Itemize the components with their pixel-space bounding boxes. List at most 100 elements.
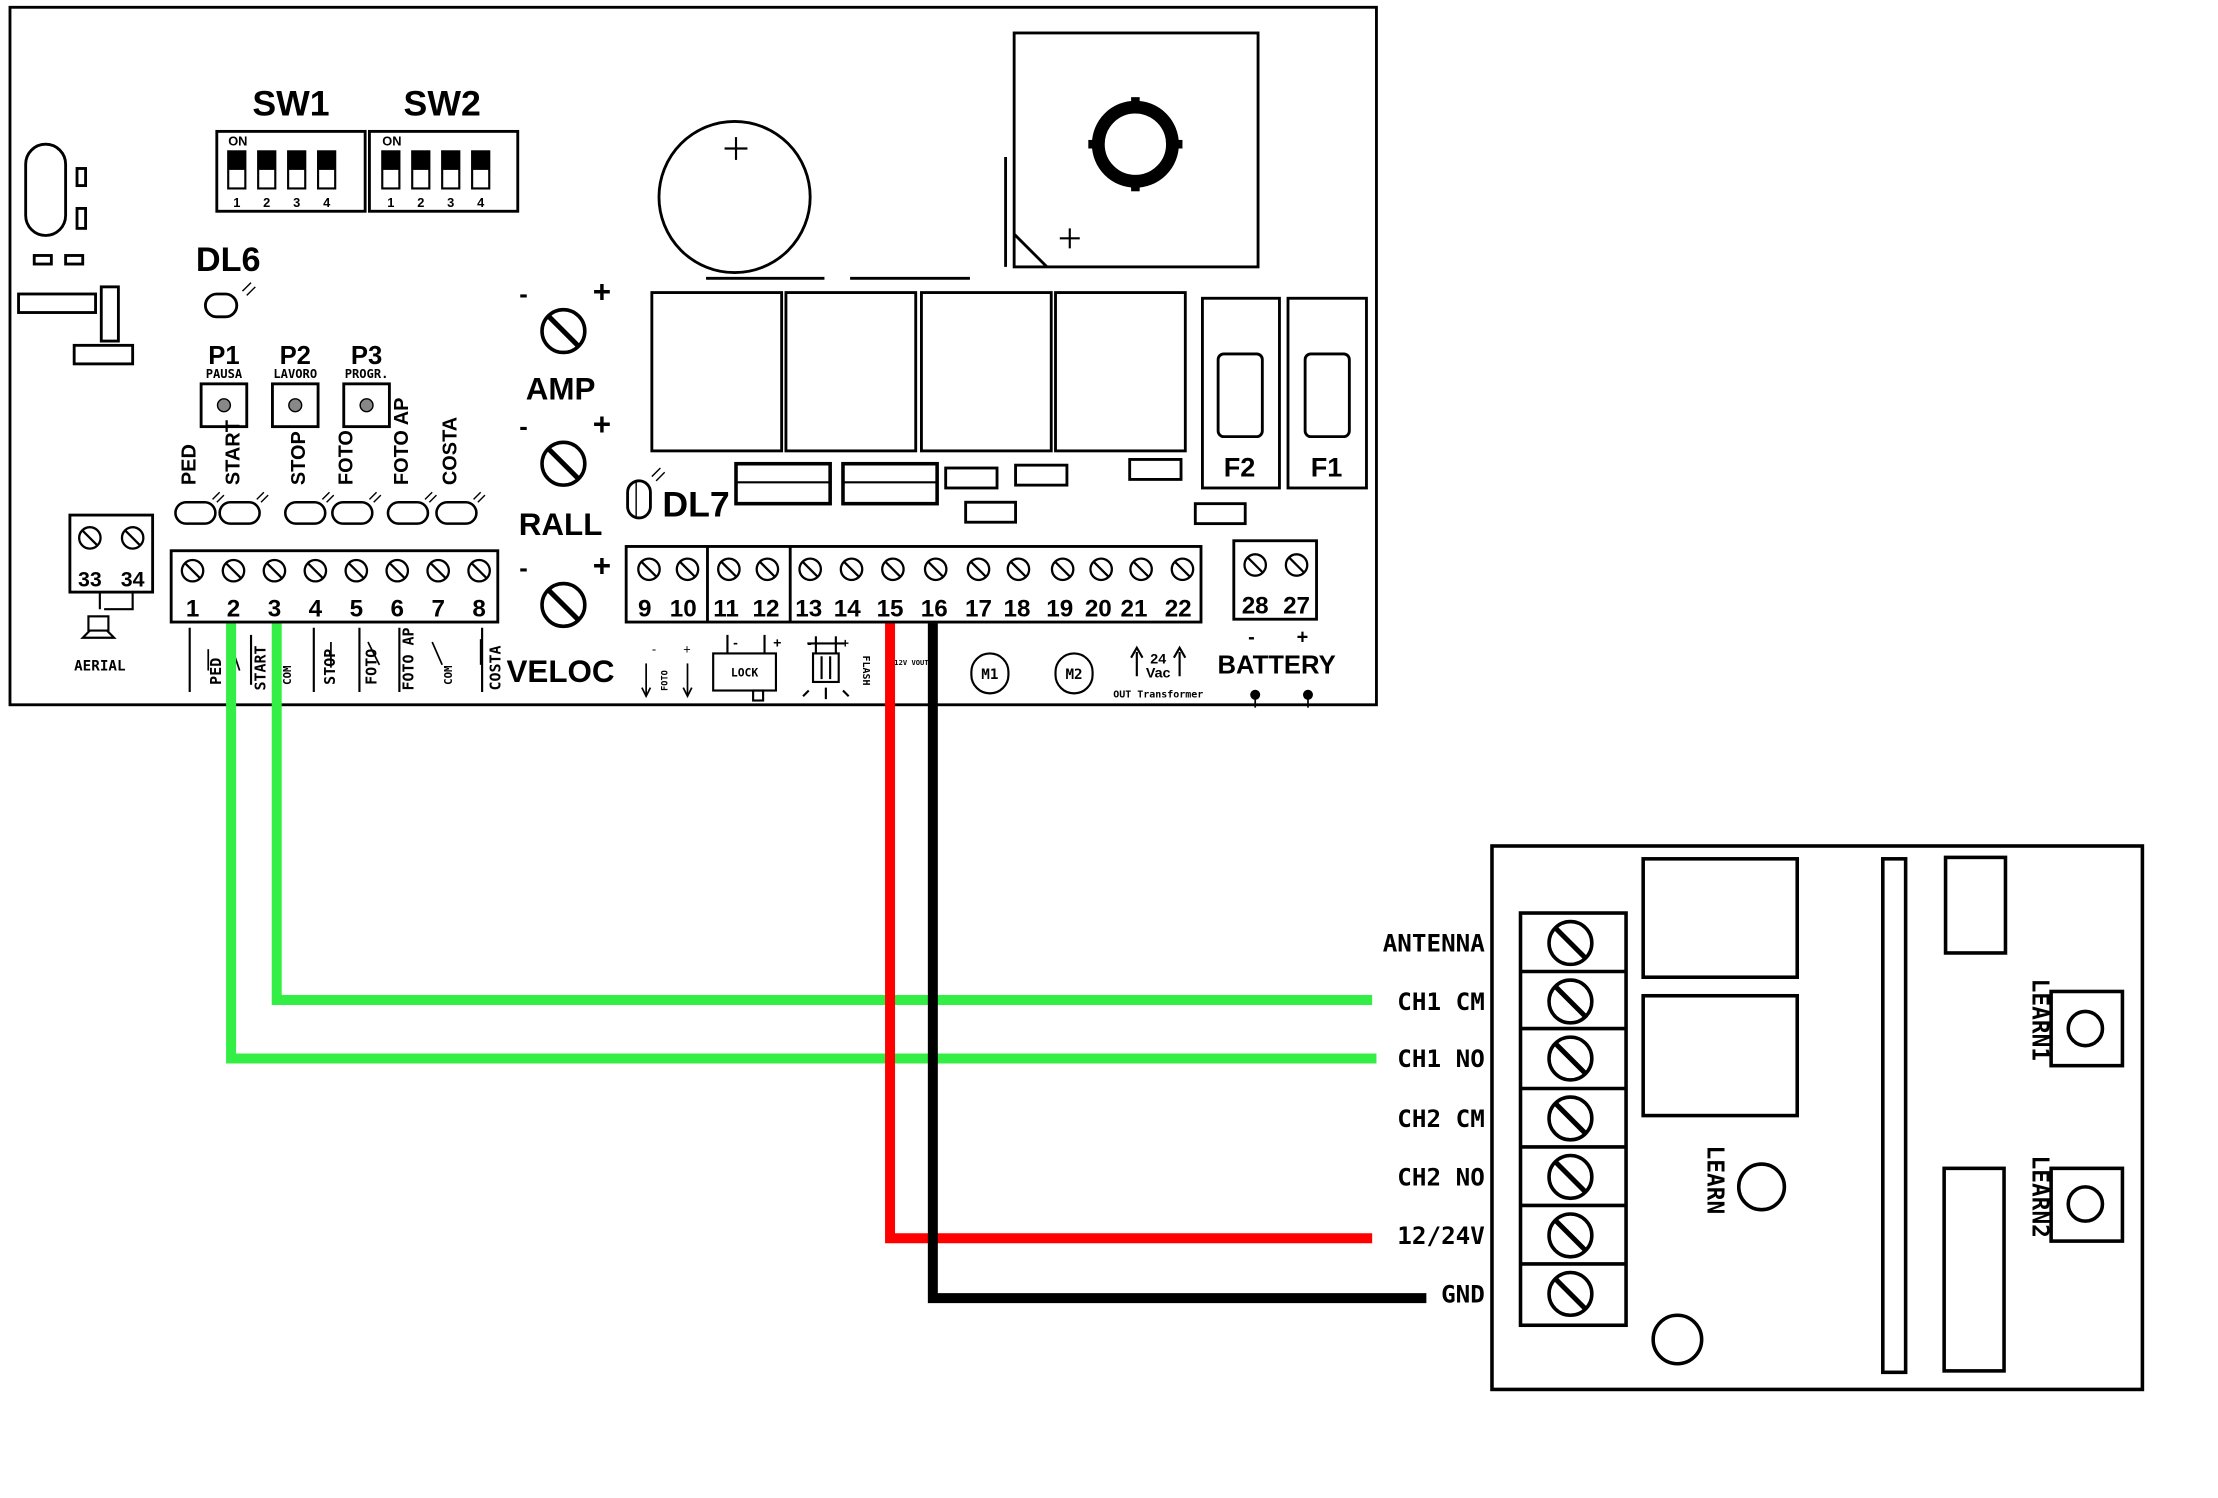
terminal-17: 17	[965, 595, 992, 622]
terminal-screw	[426, 558, 451, 583]
status-led	[435, 500, 478, 525]
learn1-label: LEARN1	[2027, 979, 2053, 1061]
f1-label: F1	[1311, 452, 1343, 483]
terminal-18: 18	[1004, 595, 1031, 622]
trimmers[interactable]: -+AMP-+RALL-+VELOC	[507, 275, 615, 689]
terminal-21: 21	[1120, 595, 1147, 622]
terminal-34: 34	[121, 567, 145, 591]
receiver-terminal-screw	[1549, 1156, 1592, 1199]
terminal-33: 33	[78, 567, 102, 591]
sw1-on-label: ON	[228, 134, 247, 149]
flash-minus: -	[807, 636, 811, 651]
sw2-on-label: ON	[382, 134, 401, 149]
capacitor	[657, 119, 970, 280]
receiver-terminal-screw	[1549, 1272, 1592, 1315]
wire-15-12-24v	[885, 623, 1373, 1244]
learn1-button[interactable]	[2049, 989, 2125, 1068]
m1-label: M1	[981, 667, 998, 683]
motor-m1-icon: M1	[970, 652, 1010, 695]
receiver-terminal-screw	[1549, 980, 1592, 1023]
receiver-terminal-antenna: ANTENNA	[1383, 929, 1486, 958]
terminal-14: 14	[834, 595, 861, 622]
learn2-button[interactable]	[2049, 1166, 2125, 1243]
terminal-function-label: FOTO AP	[400, 627, 418, 690]
terminal-28: 28	[1242, 592, 1269, 619]
svg-text:+: +	[593, 407, 611, 442]
receiver-mount-hole	[1651, 1313, 1704, 1366]
sw2-label: SW2	[404, 84, 481, 124]
dip-number: 1	[387, 195, 394, 210]
status-led	[283, 500, 327, 525]
terminal-function-label: PED	[207, 658, 225, 685]
svg-text:-: -	[519, 281, 528, 309]
terminal-6: 6	[391, 595, 404, 622]
led-dl7: DL7	[626, 467, 730, 525]
terminal-screw	[180, 558, 205, 583]
motor-m2-icon: M2	[1054, 652, 1094, 695]
aerial-label: AERIAL	[74, 659, 126, 675]
led-dl6: DL6	[196, 241, 261, 319]
button-p2-label: P2	[280, 342, 311, 370]
trimmer-amp[interactable]: -+AMP	[519, 275, 611, 407]
terminal-2: 2	[227, 595, 240, 622]
terminal-function-label: FOTO	[363, 649, 381, 685]
trimmer-rall[interactable]: -+RALL	[519, 407, 611, 542]
terminal-screw	[637, 557, 661, 582]
receiver-terminal-ch1-no: CH1 NO	[1397, 1044, 1485, 1073]
receiver-terminal-screw	[1549, 1214, 1592, 1257]
terminal-screw	[717, 557, 741, 582]
m2-label: M2	[1065, 667, 1082, 683]
terminal-12: 12	[752, 595, 779, 622]
receiver-terminal-ch2-no: CH2 NO	[1397, 1162, 1485, 1191]
terminal-screw	[881, 557, 905, 582]
receiver-terminal-gnd: GND	[1441, 1279, 1485, 1308]
svg-text:-: -	[519, 413, 528, 441]
terminal-screw	[966, 557, 991, 582]
foto-supply-label: FOTO	[661, 670, 671, 691]
lock-label: LOCK	[731, 665, 759, 679]
terminal-screw	[1284, 553, 1309, 577]
relay-bank	[650, 291, 1247, 526]
dip-number: 3	[293, 195, 300, 210]
terminal-screw	[1089, 557, 1113, 582]
battery-leads	[1250, 689, 1313, 708]
led-label: PED	[178, 444, 200, 485]
terminal-27: 27	[1283, 592, 1310, 619]
svg-text:+: +	[593, 548, 611, 583]
terminal-screw	[798, 557, 823, 582]
terminal-screw	[1243, 553, 1268, 577]
svg-text:-: -	[652, 641, 656, 656]
v-out-label: 12V VOUT	[894, 658, 928, 667]
terminal-function-label: COM	[281, 666, 294, 685]
led-label: STOP	[288, 431, 310, 485]
button-caption: LAVORO	[273, 367, 317, 381]
led-label: COSTA	[439, 417, 461, 485]
flash-lamp-icon	[802, 636, 850, 700]
terminal-function-label: COSTA	[487, 645, 505, 690]
status-led	[386, 500, 430, 525]
antenna-terminal-block: 33 34 AERIAL	[68, 513, 155, 675]
trimmer-veloc[interactable]: -+VELOC	[507, 548, 615, 689]
dip-number: 4	[323, 195, 331, 210]
trimmer-label: AMP	[526, 372, 596, 407]
wire-16-gnd	[927, 623, 1427, 1304]
crystal-component	[17, 142, 135, 366]
terminal-block-battery: 28 27	[1232, 539, 1318, 621]
terminal-screw	[1050, 557, 1075, 582]
dip-number: 2	[417, 195, 424, 210]
learn-label: LEARN	[1701, 1146, 1727, 1215]
lock-plus: +	[773, 636, 781, 652]
svg-text:+: +	[683, 641, 691, 656]
flash-label: FLASH	[860, 656, 871, 686]
led-label: FOTO	[335, 430, 357, 485]
button-caption: PROGR.	[345, 367, 389, 381]
wires	[226, 623, 1427, 1304]
